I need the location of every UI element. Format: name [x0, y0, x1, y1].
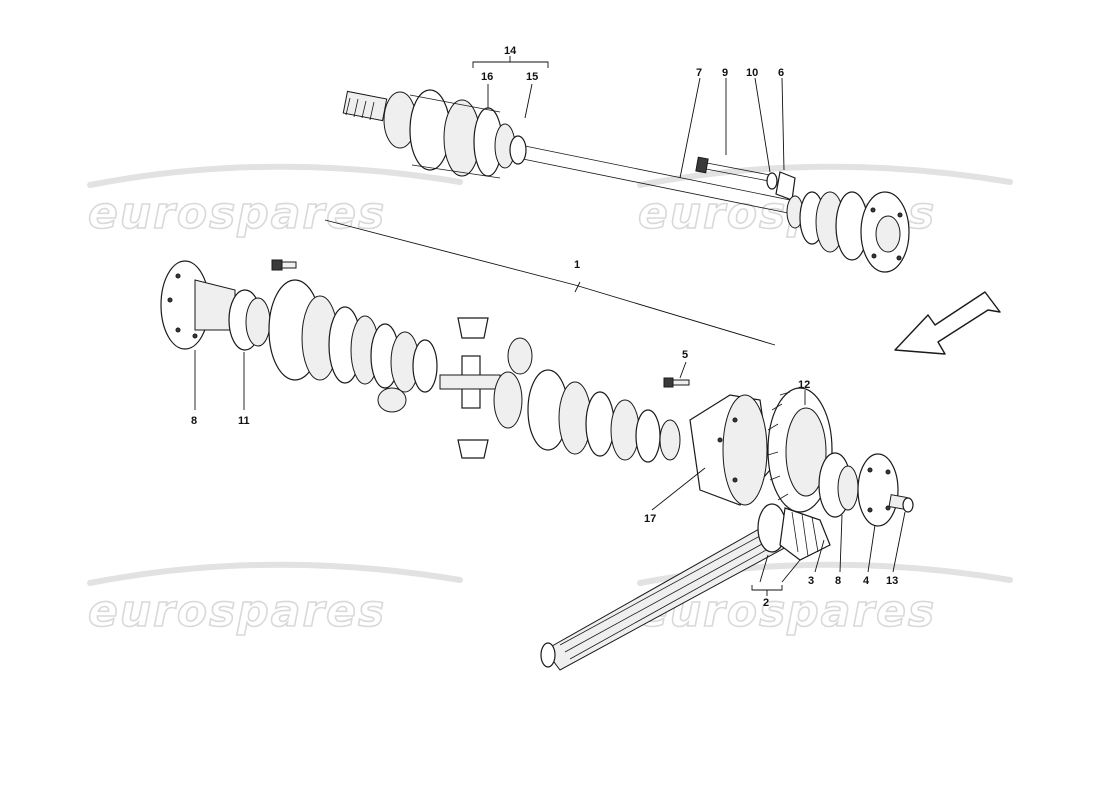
callout-4: 4 — [863, 575, 870, 587]
callout-7: 7 — [696, 67, 702, 79]
watermark-text: eurospares — [88, 586, 386, 637]
callout-6: 6 — [778, 67, 784, 79]
washer-10 — [766, 172, 778, 190]
callout-10: 10 — [746, 67, 758, 79]
bearing-11 — [228, 289, 271, 351]
watermark-text: eurospares — [88, 188, 386, 239]
flange-4 — [857, 453, 899, 527]
differential-carrier-17 — [689, 394, 771, 506]
watermark-bottom-left: eurospares — [87, 561, 463, 638]
bearing-right — [818, 452, 859, 518]
differential-assembly — [160, 259, 914, 527]
bolt-9 — [695, 156, 771, 182]
callout-12: 12 — [798, 379, 810, 391]
axle-spline-end — [342, 90, 388, 122]
leader-lines — [194, 56, 906, 596]
cv-joint-right — [786, 191, 910, 273]
callout-labels: 14 16 15 7 9 10 6 1 5 12 8 11 17 3 8 4 1… — [191, 45, 898, 609]
callout-15: 15 — [526, 71, 538, 83]
callout-8-left: 8 — [191, 415, 197, 427]
callout-8-right: 8 — [835, 575, 841, 587]
bolt-housing — [271, 259, 297, 271]
direction-arrow-icon — [894, 291, 1001, 355]
callout-1: 1 — [574, 259, 580, 271]
axle-shaft-assembly — [342, 89, 910, 273]
callout-9: 9 — [722, 67, 728, 79]
ring-gear-12 — [767, 387, 833, 513]
callout-2: 2 — [763, 597, 769, 609]
flange-left — [160, 260, 236, 350]
callout-14: 14 — [504, 45, 517, 57]
differential-housing-right — [493, 369, 681, 463]
callout-13: 13 — [886, 575, 898, 587]
cv-joint-left — [383, 89, 527, 179]
stud-13 — [888, 494, 914, 513]
callout-3: 3 — [808, 575, 814, 587]
pinion-shaft — [540, 503, 831, 671]
planetary-gears — [377, 317, 533, 459]
callout-16: 16 — [481, 71, 493, 83]
differential-housing-left — [268, 279, 438, 393]
watermark-top-left: eurospares — [87, 163, 463, 240]
callout-17: 17 — [644, 513, 656, 525]
bolt-5 — [663, 377, 690, 388]
callout-11: 11 — [238, 415, 250, 427]
callout-5: 5 — [682, 349, 688, 361]
